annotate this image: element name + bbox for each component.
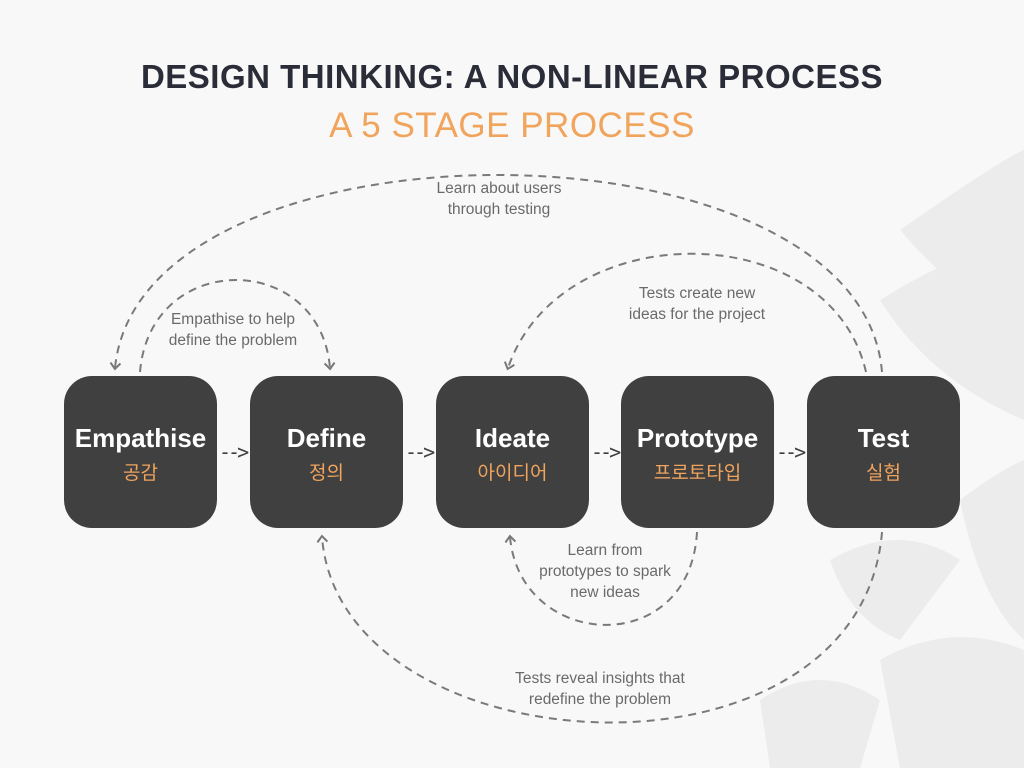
stage-korean: 정의 bbox=[309, 463, 344, 484]
label-prototypes-spark: Learn from prototypes to spark new ideas bbox=[505, 540, 705, 603]
stage-korean: 프로토타입 bbox=[653, 463, 742, 484]
label-line: new ideas bbox=[570, 584, 640, 601]
label-line: through testing bbox=[447, 201, 551, 218]
arrow-connector: --> bbox=[591, 440, 621, 464]
arc-test-to-ideate bbox=[503, 252, 867, 373]
label-line: Learn from bbox=[567, 542, 643, 559]
label-line: redefine the problem bbox=[528, 691, 672, 708]
label-tests-reveal: Tests reveal insights that redefine the … bbox=[475, 668, 725, 710]
stage-ideate: Ideate 아이디어 bbox=[436, 376, 589, 528]
arc-prototype-to-ideate bbox=[504, 531, 698, 626]
page-title: DESIGN THINKING: A NON-LINEAR PROCESS bbox=[140, 58, 884, 95]
stage-korean: 공감 bbox=[123, 463, 158, 484]
label-line: ideas for the project bbox=[628, 306, 766, 323]
arrow-connector: --> bbox=[405, 440, 435, 464]
label-line: Learn about users bbox=[436, 180, 562, 197]
stage-title: Empathise bbox=[74, 423, 207, 453]
label-empathise-define: Empathise to help define the problem bbox=[133, 309, 333, 351]
arrow-connector: --> bbox=[776, 440, 806, 464]
label-line: Empathise to help bbox=[170, 311, 296, 328]
stage-korean: 아이디어 bbox=[477, 463, 548, 484]
stage-title: Define bbox=[286, 423, 367, 453]
arc-test-to-empathise bbox=[109, 174, 883, 373]
arrow-connector: --> bbox=[219, 440, 249, 464]
stage-empathise: Empathise 공감 bbox=[64, 376, 217, 528]
stage-title: Prototype bbox=[636, 423, 759, 453]
page-subtitle: A 5 STAGE PROCESS bbox=[329, 106, 695, 145]
stage-title: Ideate bbox=[474, 423, 551, 453]
label-line: prototypes to spark bbox=[539, 563, 671, 580]
label-line: Tests create new bbox=[638, 285, 756, 302]
stage-test: Test 실험 bbox=[807, 376, 960, 528]
stage-korean: 실험 bbox=[866, 463, 901, 484]
label-line: define the problem bbox=[168, 332, 298, 349]
arc-empathise-to-define bbox=[139, 279, 336, 373]
stage-title: Test bbox=[857, 423, 910, 453]
label-learn-users: Learn about users through testing bbox=[399, 178, 599, 220]
stage-prototype: Prototype 프로토타입 bbox=[621, 376, 774, 528]
label-tests-ideas: Tests create new ideas for the project bbox=[597, 283, 797, 325]
label-line: Tests reveal insights that bbox=[515, 670, 685, 687]
stage-define: Define 정의 bbox=[250, 376, 403, 528]
